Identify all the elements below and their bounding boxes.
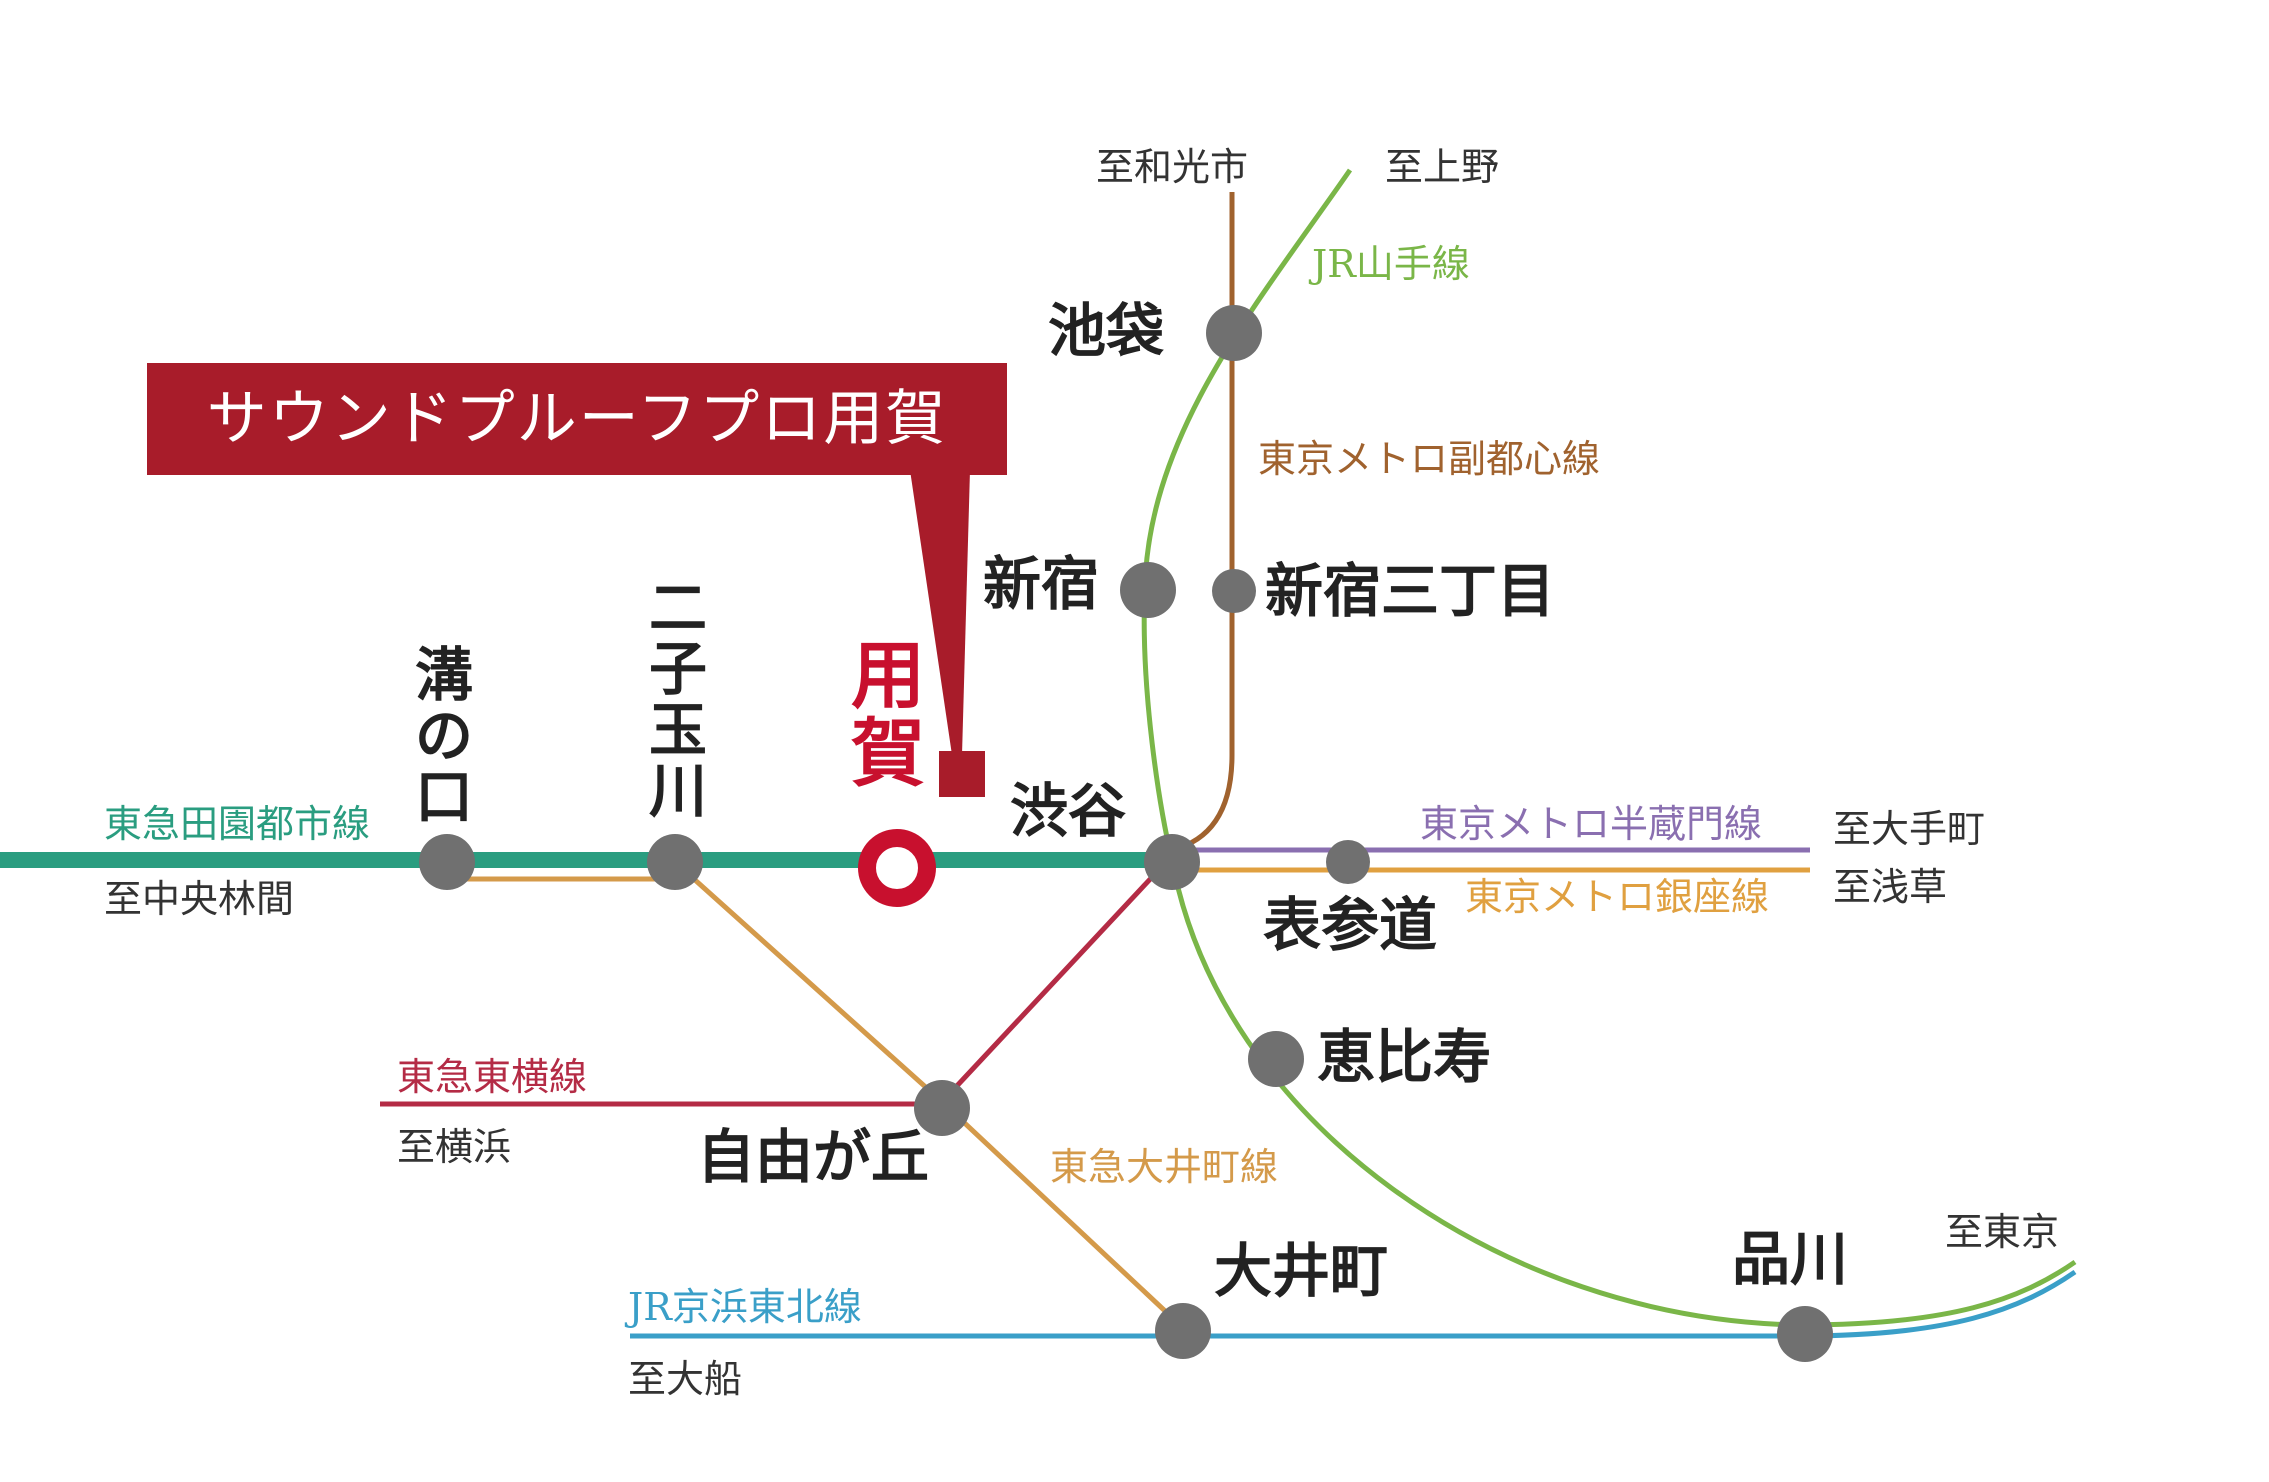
dir-tokyo: 至東京	[1945, 1210, 2060, 1254]
station-shinagawa[interactable]	[1777, 1306, 1833, 1362]
station-oimachi[interactable]	[1155, 1303, 1211, 1359]
dir-wakoshi: 至和光市	[1096, 145, 1249, 189]
yamanote-line	[1141, 168, 2077, 1328]
station-ebisu[interactable]	[1248, 1031, 1304, 1087]
label-ikebukuro: 池袋	[1048, 297, 1165, 365]
line-label-hanzomon: 東京メトロ半蔵門線	[1420, 802, 1763, 846]
dir-chuorinkan: 至中央林間	[104, 877, 295, 921]
station-shibuya[interactable]	[1144, 834, 1200, 890]
line-label-oimachi: 東急大井町線	[1050, 1145, 1279, 1189]
label-shinjuku: 新宿	[983, 550, 1100, 618]
line-label-toyoko: 東急東横線	[397, 1055, 588, 1099]
dir-otemachi: 至大手町	[1833, 807, 1986, 851]
label-ebisu: 恵比寿	[1317, 1023, 1492, 1091]
line-label-keihintohoku: JR京浜東北線	[628, 1285, 862, 1329]
station-futakotamagawa[interactable]	[647, 834, 703, 890]
station-shinjuku-sanchome[interactable]	[1212, 569, 1256, 613]
label-mizonokuchi: 溝の口	[414, 641, 473, 831]
callout-box: サウンドプルーフプロ用賀	[147, 363, 1007, 475]
line-label-denentoshi: 東急田園都市線	[104, 802, 371, 846]
station-omotesando[interactable]	[1326, 840, 1370, 884]
fukutoshin-line	[1171, 192, 1235, 853]
yoga-station-marker[interactable]	[858, 829, 936, 907]
line-label-fukutoshin: 東京メトロ副都心線	[1258, 437, 1601, 481]
label-jiyugaoka: 自由が丘	[697, 1123, 930, 1191]
keihintohoku-line	[630, 1269, 2077, 1339]
dir-ueno: 至上野	[1385, 145, 1500, 189]
toyoko-line	[938, 858, 1170, 1106]
station-ikebukuro[interactable]	[1206, 305, 1262, 361]
label-shinjuku-sanchome: 新宿三丁目	[1265, 557, 1556, 625]
label-shinagawa: 品川	[1732, 1225, 1849, 1293]
dir-yokohama: 至横浜	[397, 1125, 512, 1169]
dir-asakusa: 至浅草	[1833, 865, 1948, 909]
label-shibuya: 渋谷	[1010, 777, 1127, 845]
station-jiyugaoka[interactable]	[914, 1080, 970, 1136]
label-omotesando: 表参道	[1263, 891, 1438, 959]
label-futakotamagawa: 二子玉川	[648, 574, 707, 825]
callout-pointer	[910, 470, 970, 755]
station-mizonokuchi[interactable]	[419, 834, 475, 890]
label-oimachi: 大井町	[1214, 1237, 1389, 1305]
line-label-yamanote: JR山手線	[1312, 242, 1470, 286]
yoga-station-label: 用賀	[851, 633, 925, 797]
callout-title: サウンドプルーフプロ用賀	[206, 384, 948, 454]
dir-ofuna: 至大船	[628, 1357, 743, 1401]
callout-anchor-square	[939, 751, 985, 797]
line-label-ginza: 東京メトロ銀座線	[1465, 875, 1770, 919]
station-shinjuku[interactable]	[1120, 562, 1176, 618]
